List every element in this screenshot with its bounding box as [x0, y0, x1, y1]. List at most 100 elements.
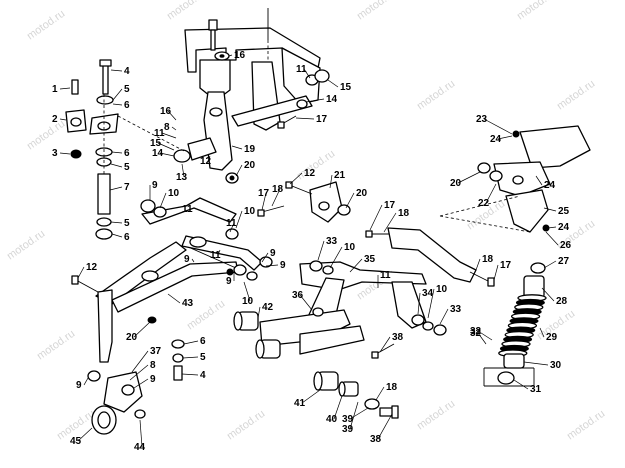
part-callout: 11 [182, 204, 193, 215]
leader-line [110, 69, 123, 72]
part-callout: 26 [560, 240, 572, 251]
watermark-text: motod.ru [415, 78, 457, 113]
leader-line [235, 210, 243, 229]
leader-line [383, 212, 397, 233]
part-callout: 33 [326, 236, 338, 247]
part-callout: 13 [176, 172, 188, 183]
leader-line [349, 258, 363, 273]
leader-line [139, 419, 143, 448]
part-callout: 9 [226, 276, 232, 287]
leader-line [59, 87, 71, 90]
part-callout: 21 [334, 170, 346, 181]
leader-line [523, 361, 549, 366]
fastener-stack-lower [147, 316, 185, 381]
part-callout: 32 [470, 326, 482, 337]
leader-line [369, 204, 383, 231]
part-callout: 40 [326, 414, 338, 425]
part-callout: 19 [244, 144, 256, 155]
part-callout: 37 [150, 346, 162, 357]
watermark-text: motod.ru [25, 8, 67, 43]
washer-20-upper [225, 172, 239, 184]
leader-line [243, 281, 251, 302]
part-callout: 4 [200, 370, 206, 381]
part-callout: 6 [124, 232, 130, 243]
part-callout: 20 [126, 332, 138, 343]
leader-line [295, 117, 315, 120]
part-callout: 23 [476, 114, 488, 125]
part-callout: 8 [164, 122, 170, 133]
part-callout: 39 [342, 414, 354, 425]
leader-line [379, 336, 391, 353]
leader-line [235, 164, 243, 177]
leader-line [133, 378, 149, 389]
bushing-36 [312, 307, 324, 317]
leader-line [265, 264, 279, 267]
part-callout: 15 [340, 82, 352, 93]
leader-line [207, 155, 211, 162]
lower-a-arm-43 [95, 241, 239, 313]
leader-line [417, 292, 421, 315]
part-callout: 29 [546, 332, 558, 343]
tie-rod-12-left [71, 275, 99, 293]
part-callout: 17 [316, 114, 328, 125]
part-callout: 9 [152, 180, 158, 191]
upper-frame-bracket [184, 8, 321, 131]
part-callout: 42 [262, 302, 274, 313]
part-callout: 10 [168, 188, 180, 199]
leader-line [317, 240, 325, 261]
bolt-17-upper [277, 115, 297, 129]
leader-line [191, 258, 195, 263]
part-callout: 18 [386, 382, 398, 393]
part-callout: 34 [422, 288, 434, 299]
watermark-text: motod.ru [565, 408, 607, 443]
part-callout: 24 [558, 222, 570, 233]
cross-tube-11-upper [231, 69, 330, 127]
leader-line [289, 172, 303, 185]
part-callout: 22 [478, 198, 490, 209]
leader-line [543, 207, 557, 212]
part-callout: 36 [292, 290, 304, 301]
leader-line [217, 249, 221, 256]
leader-line [485, 183, 497, 204]
watermark-text: motod.ru [515, 0, 557, 22]
part-callout: 18 [482, 254, 494, 265]
part-callout: 8 [150, 360, 156, 371]
leader-line [345, 192, 355, 209]
leader-line [305, 98, 325, 103]
steering-knuckle [91, 289, 146, 435]
leader-line [333, 395, 343, 420]
leader-line [183, 340, 199, 345]
part-callout: 18 [398, 208, 410, 219]
part-callout: 30 [550, 360, 562, 371]
bolt-18-17-right [469, 271, 495, 287]
part-callout: 33 [450, 304, 462, 315]
leader-line [257, 306, 261, 319]
leader-line [157, 142, 175, 151]
watermark-text: motod.ru [5, 228, 47, 263]
leader-line [329, 174, 333, 189]
leader-line [167, 110, 177, 121]
part-callout: 11 [380, 270, 391, 281]
leader-line [131, 350, 149, 373]
leader-line [111, 233, 123, 238]
leader-line [182, 356, 199, 359]
part-callout: 6 [124, 148, 130, 159]
part-callout: 41 [294, 398, 306, 409]
part-callout: 44 [134, 442, 146, 453]
leader-line [483, 118, 513, 135]
watermark-text: motod.ru [415, 398, 457, 433]
bolt-17-18-center [257, 205, 392, 238]
part-callout: 4 [124, 66, 130, 77]
leader-line [112, 88, 123, 101]
part-callout: 27 [558, 256, 570, 267]
part-callout: 1 [52, 84, 58, 95]
shock-absorber [483, 262, 547, 387]
leader-line [161, 132, 177, 139]
part-callout: 14 [152, 148, 164, 159]
part-callout: 43 [182, 298, 194, 309]
part-callout: 5 [124, 84, 130, 95]
leader-line [375, 386, 385, 401]
part-callout: 28 [556, 296, 568, 307]
leader-line [497, 135, 513, 140]
left-fastener-stack [65, 59, 187, 240]
